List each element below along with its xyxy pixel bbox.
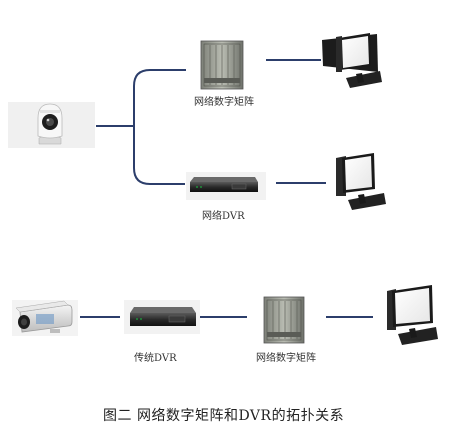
matrix-label: 网络数字矩阵: [194, 97, 254, 108]
matrix-label: 网络数字矩阵: [256, 353, 316, 364]
dome-camera-icon: [8, 102, 95, 148]
network-matrix-rack-icon: [263, 296, 305, 344]
figure-caption: 图二 网络数字矩阵和DVR的拓扑关系: [103, 408, 345, 424]
monitor-icon: [387, 285, 438, 345]
bullet-camera-icon: [12, 300, 78, 336]
branch-bracket-line: [133, 69, 151, 185]
traditional-dvr-icon: [124, 300, 200, 334]
monitor-icon: [336, 153, 386, 210]
traditional-dvr-label: 传统DVR: [134, 353, 177, 364]
network-dvr-icon: [186, 172, 266, 200]
monitor-icon: [322, 33, 382, 88]
upper-connectors: [96, 59, 326, 185]
network-dvr-label: 网络DVR: [202, 211, 245, 222]
network-matrix-rack-icon: [200, 40, 244, 90]
